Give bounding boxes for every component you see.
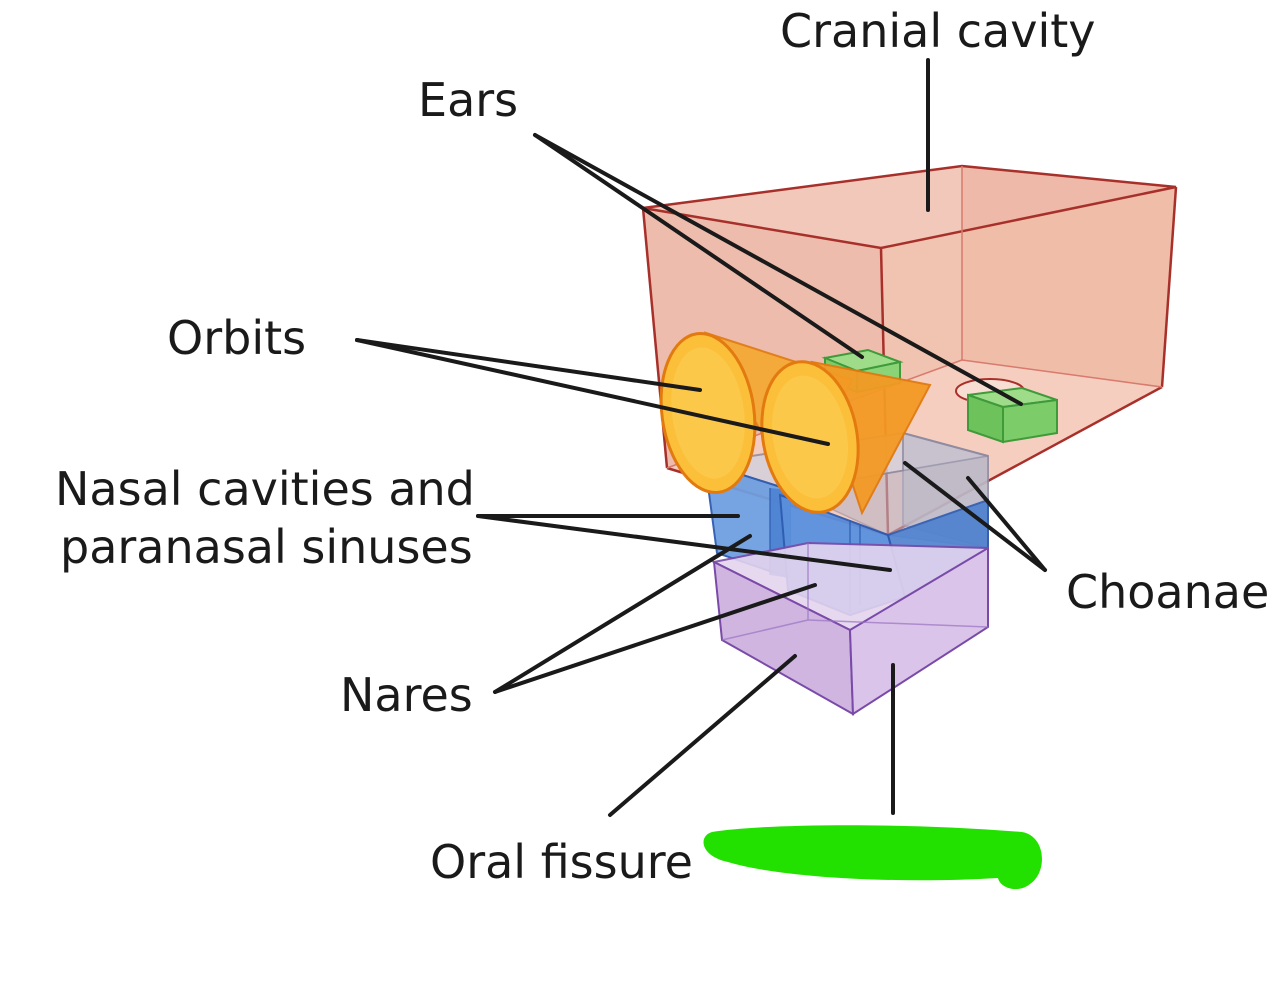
label-nasal-line2: paranasal sinuses <box>60 520 473 574</box>
ear-box-right <box>967 386 1058 444</box>
green-scribble-icon <box>703 825 1042 890</box>
label-choanae: Choanae <box>1066 565 1269 619</box>
label-nasal-line1: Nasal cavities and <box>55 462 475 516</box>
orbit-cone-right <box>760 360 932 516</box>
label-cranial-cavity: Cranial cavity <box>780 4 1096 58</box>
oral-cavity-box <box>710 541 989 716</box>
label-oral-fissure: Oral fissure <box>430 835 693 889</box>
label-nares: Nares <box>340 668 473 722</box>
label-ears: Ears <box>418 73 518 127</box>
label-orbits: Orbits <box>167 311 306 365</box>
leader-lines <box>355 58 1047 817</box>
